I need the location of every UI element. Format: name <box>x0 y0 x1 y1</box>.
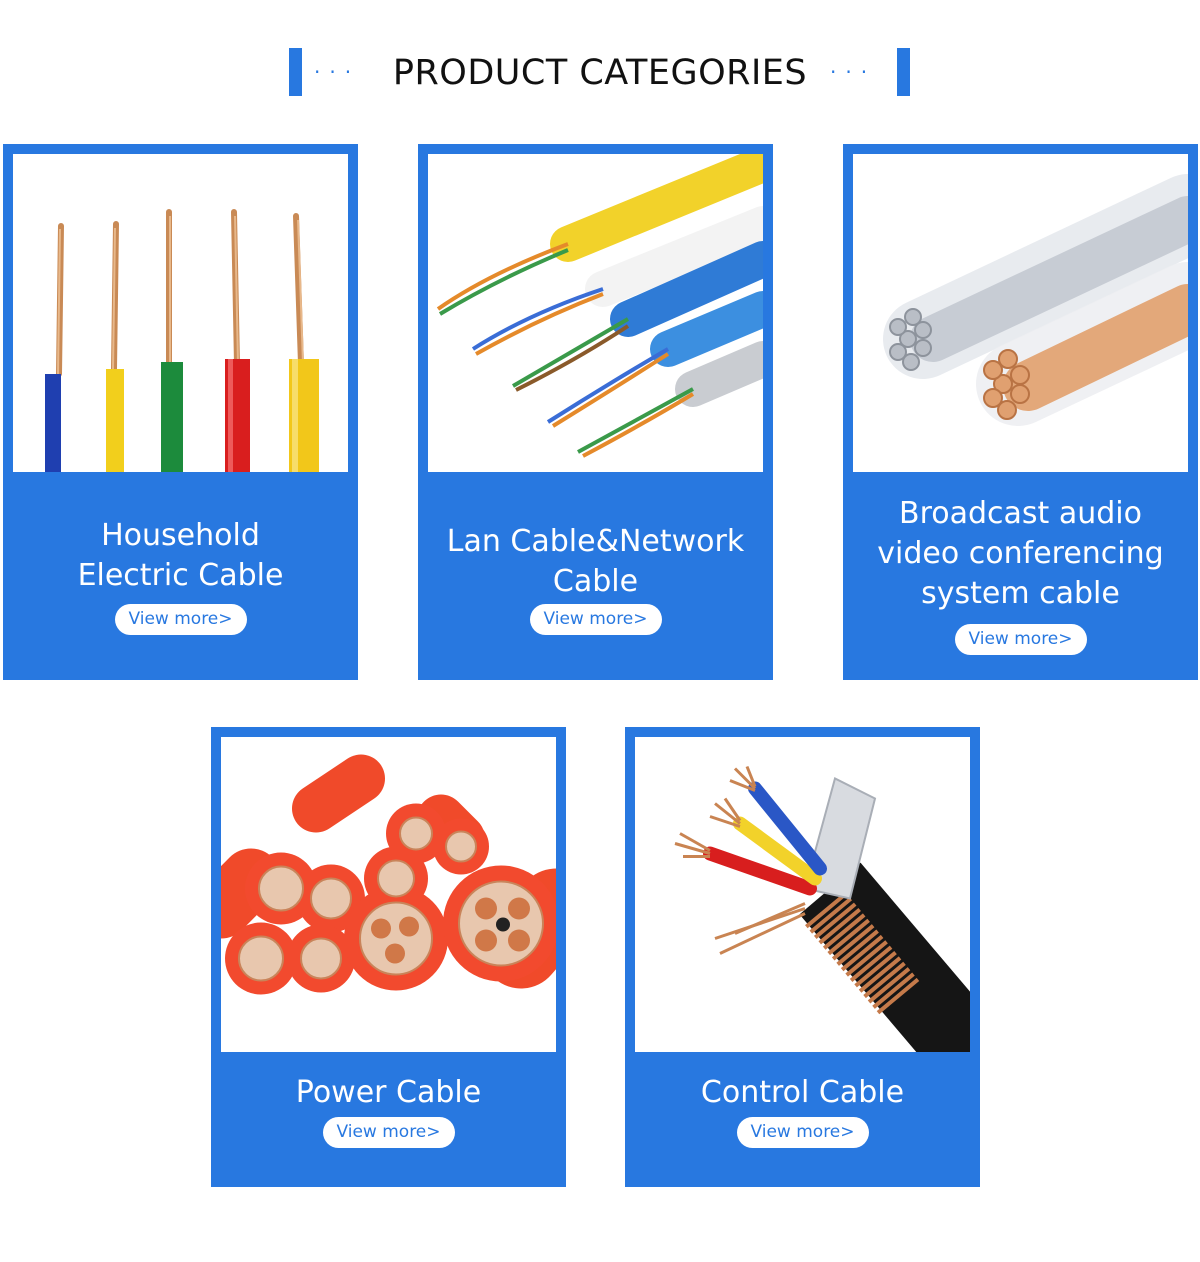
category-card-household[interactable]: Household Electric Cable View more> <box>3 144 358 680</box>
control-cable-illustration <box>674 765 970 1052</box>
power-cable-photo <box>221 737 556 1052</box>
household-wire-illustration <box>45 209 319 472</box>
category-title: Broadcast audio video conferencing syste… <box>877 496 1164 611</box>
household-wire-photo <box>13 154 348 472</box>
view-more-button-household[interactable]: View more> <box>114 604 247 635</box>
section-header: ··· PRODUCT CATEGORIES ··· <box>0 46 1200 98</box>
header-accent-bar-left <box>289 48 302 96</box>
broadcast-cable-illustration <box>883 174 1188 426</box>
category-title: Control Cable <box>700 1075 905 1110</box>
category-card-broadcast[interactable]: Broadcast audio video conferencing syste… <box>843 144 1198 680</box>
view-more-button-control[interactable]: View more> <box>736 1117 869 1148</box>
category-title: Power Cable <box>295 1075 482 1110</box>
category-title: Lan Cable&Network Cable <box>446 524 745 599</box>
broadcast-cable-photo <box>853 154 1188 472</box>
card-label-area: Household Electric Cable View more> <box>3 516 358 635</box>
category-card-lan[interactable]: Lan Cable&Network Cable View more> <box>418 144 773 680</box>
category-card-power[interactable]: Power Cable View more> <box>211 727 566 1187</box>
category-card-control[interactable]: Control Cable View more> <box>625 727 980 1187</box>
view-more-button-broadcast[interactable]: View more> <box>954 624 1087 655</box>
lan-cable-photo <box>428 154 763 472</box>
power-cable-illustration <box>221 754 556 995</box>
header-dots-left: ··· <box>314 60 361 84</box>
control-cable-photo <box>635 737 970 1052</box>
view-more-button-lan[interactable]: View more> <box>529 604 662 635</box>
header-accent-bar-right <box>897 48 910 96</box>
view-more-button-power[interactable]: View more> <box>322 1117 455 1148</box>
card-label-area: Power Cable View more> <box>211 1073 566 1148</box>
page-title: PRODUCT CATEGORIES <box>392 53 808 93</box>
category-title: Household Electric Cable <box>77 518 284 593</box>
lan-cable-illustration <box>436 154 763 458</box>
card-label-area: Control Cable View more> <box>625 1073 980 1148</box>
card-label-area: Lan Cable&Network Cable View more> <box>418 522 773 635</box>
header-dots-right: ··· <box>830 60 877 84</box>
card-label-area: Broadcast audio video conferencing syste… <box>843 494 1198 655</box>
